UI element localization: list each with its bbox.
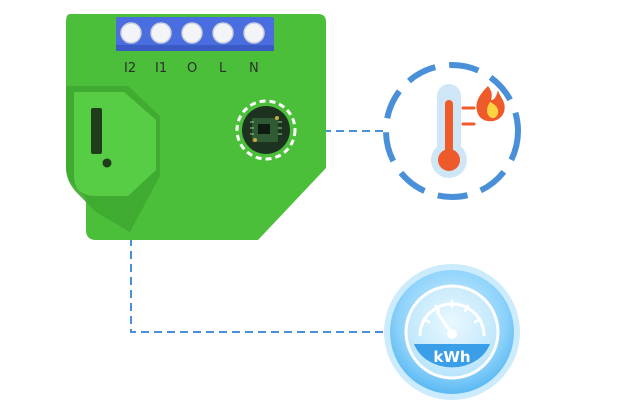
kwh-label: kWh [433, 348, 470, 366]
terminal-label: L [219, 61, 227, 76]
thermometer-fire-icon [431, 84, 505, 178]
kwh-meter-icon: kWh [414, 299, 490, 368]
temperature-badge [383, 62, 521, 200]
terminal-label: O [187, 61, 197, 76]
temperature-badge-ring [383, 62, 521, 200]
terminal-label: I2 [124, 61, 136, 76]
relay-module: I2 I1 O L N [66, 14, 326, 240]
terminal-block-shade [116, 45, 274, 51]
button-slot [91, 108, 102, 154]
energy-meter-badge: kWh [384, 264, 520, 400]
temperature-sensor-chip [235, 99, 297, 161]
terminal-screws [120, 22, 265, 44]
terminal-label: I1 [155, 61, 167, 76]
terminal-labels: I2 I1 O L N [124, 61, 259, 76]
led-indicator [102, 158, 112, 168]
terminal-label: N [249, 61, 259, 76]
